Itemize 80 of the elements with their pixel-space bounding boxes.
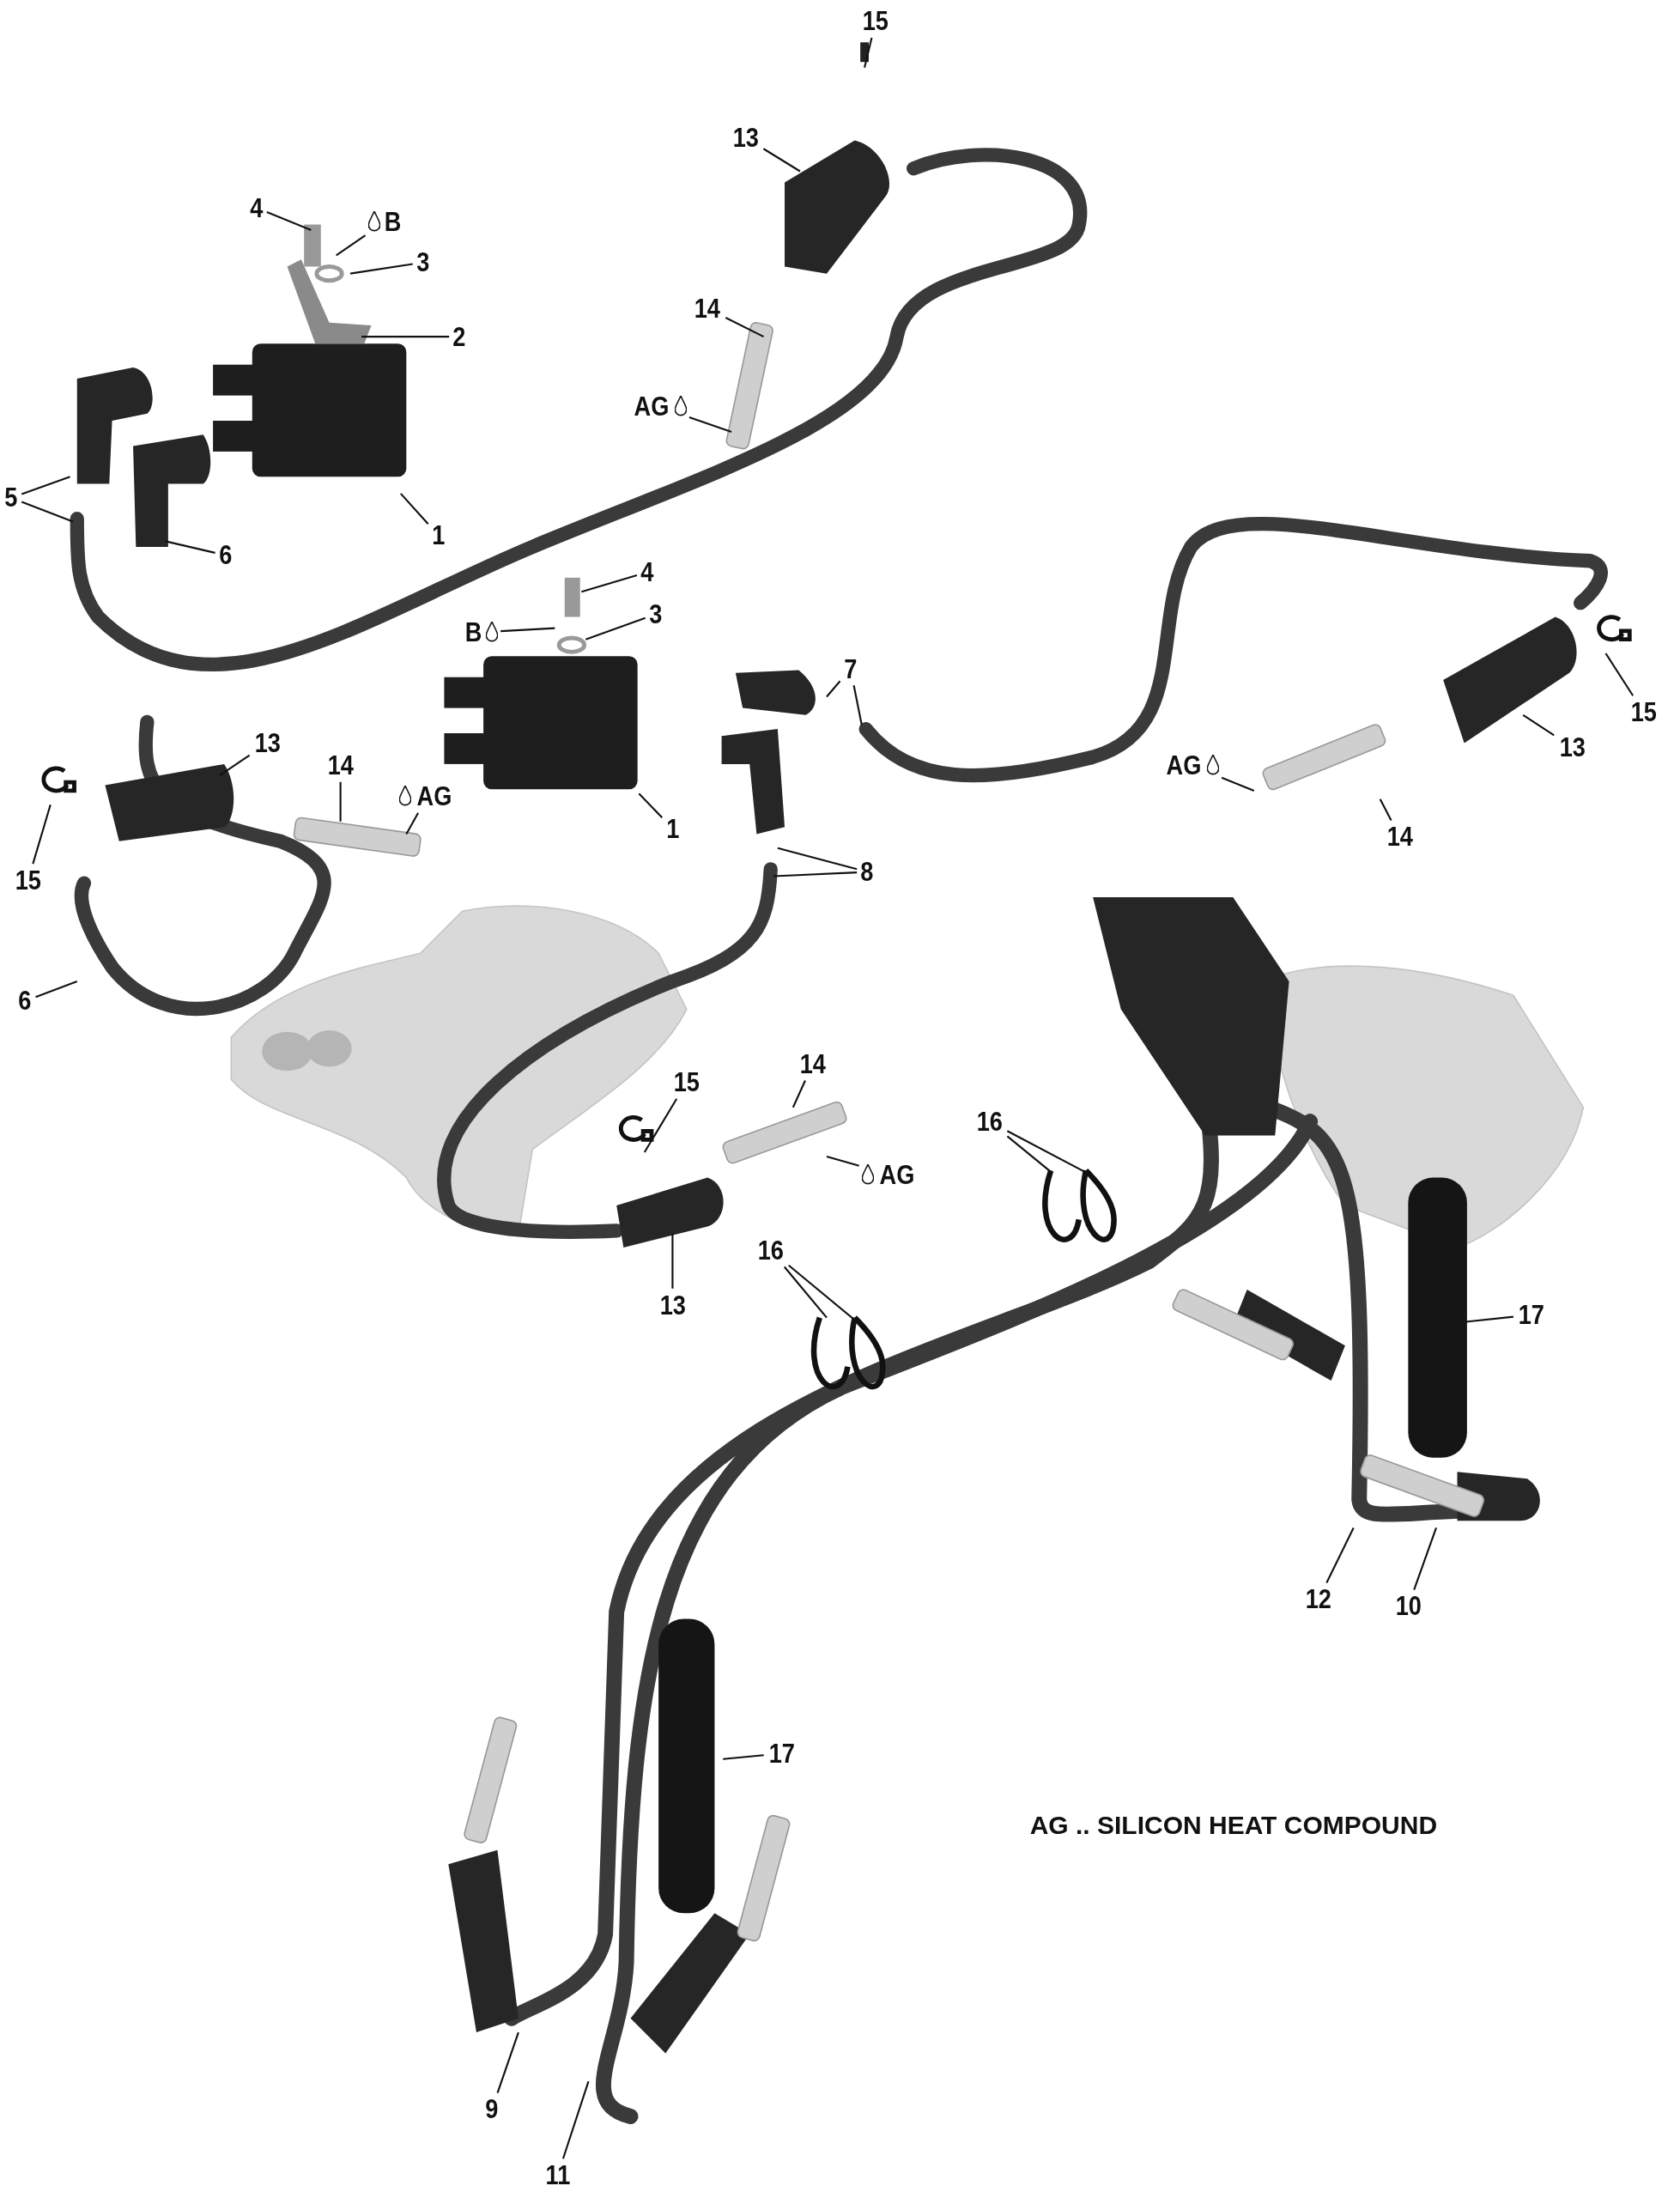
callout-number: 16	[976, 1107, 1003, 1135]
callout-number: AG	[634, 392, 670, 421]
leader-line	[500, 627, 555, 633]
leader-line	[1522, 713, 1555, 737]
callout-number: 13	[732, 123, 759, 151]
leader-line	[643, 1098, 678, 1153]
leader-line	[1006, 1135, 1052, 1173]
callout-number: 3	[649, 599, 663, 628]
callout-number: 14	[1386, 823, 1413, 851]
callout-number: B	[464, 618, 482, 647]
leader-line	[1221, 776, 1255, 792]
callout-number: 4	[640, 557, 654, 586]
callout-number: 14	[694, 294, 721, 323]
leader-line	[762, 148, 801, 173]
callout-number: 2	[452, 322, 466, 350]
callout-number: 15	[673, 1068, 700, 1096]
leader-line	[826, 680, 841, 698]
leader-line	[1325, 1527, 1355, 1583]
leader-line	[561, 2080, 590, 2159]
callout-number: 15	[1630, 698, 1657, 726]
callout-number: 4	[250, 193, 264, 222]
callout-number: 10	[1395, 1592, 1422, 1620]
leader-line	[1379, 798, 1392, 821]
leader-line	[219, 754, 251, 776]
leader-line	[638, 792, 664, 819]
leader-line	[32, 804, 52, 865]
leader-line	[671, 1233, 674, 1289]
leader-line	[791, 1080, 806, 1108]
leader-line	[864, 37, 873, 68]
leader-line	[852, 684, 863, 726]
leader-line	[1413, 1527, 1437, 1590]
leader-line	[1465, 1315, 1514, 1323]
callout-number: AG	[416, 782, 452, 811]
leader-line	[723, 1754, 764, 1760]
callout-number: 16	[757, 1236, 784, 1264]
callout-number: 14	[327, 751, 354, 780]
callout-number: 17	[1518, 1301, 1545, 1328]
callout-number: 12	[1305, 1585, 1331, 1613]
leader-line	[725, 317, 765, 338]
callout-number: 13	[659, 1290, 686, 1319]
callout-number: 15	[15, 866, 41, 894]
leader-line	[1604, 653, 1635, 696]
leader-line	[783, 1266, 828, 1319]
callout-number: 6	[219, 541, 233, 569]
leader-line	[777, 847, 858, 871]
leader-line	[349, 263, 413, 275]
callout-number: 17	[768, 1739, 795, 1767]
callout-number: 11	[545, 2161, 570, 2189]
callout-number: AG	[1166, 751, 1202, 780]
leader-line	[400, 493, 429, 525]
leader-line	[585, 616, 646, 641]
leader-line	[581, 574, 638, 593]
callout-number: 1	[432, 521, 446, 550]
leader-line	[496, 2031, 519, 2093]
leader-line	[21, 476, 70, 495]
leader-line	[688, 416, 732, 434]
leader-line	[165, 540, 215, 554]
leader-line	[361, 336, 450, 338]
callout-number: 6	[18, 987, 32, 1015]
leader-line	[339, 781, 342, 822]
callout-number: 1	[665, 814, 679, 842]
leader-line	[826, 1155, 859, 1167]
callout-number: B	[384, 207, 402, 235]
callout-number: 13	[1559, 732, 1586, 761]
note-text: AG .. SILICON HEAT COMPOUND	[1029, 1810, 1438, 1840]
leader-line	[336, 234, 367, 257]
leader-line	[266, 210, 312, 232]
callout-number: 3	[416, 248, 430, 276]
callout-number: 13	[254, 729, 281, 757]
callout-number: 14	[799, 1049, 826, 1078]
leader-line	[405, 812, 420, 835]
leader-line	[21, 501, 74, 523]
callout-number: 5	[4, 483, 18, 512]
leader-line	[773, 871, 858, 877]
callout-number: AG	[879, 1160, 915, 1188]
callout-number: 9	[485, 2095, 499, 2123]
callout-number: 8	[860, 858, 874, 886]
callout-number: 15	[863, 7, 889, 35]
callout-number: 7	[844, 654, 858, 683]
leader-line	[35, 980, 78, 999]
